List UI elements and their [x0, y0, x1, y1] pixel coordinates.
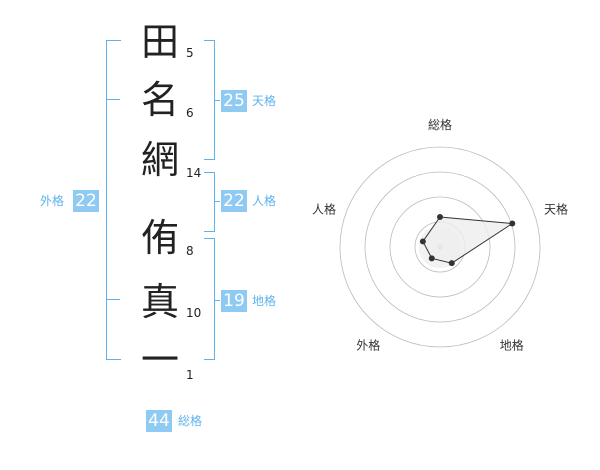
chikaku-value: 19 [221, 290, 247, 312]
stroke-count-4: 8 [186, 244, 194, 258]
soukaku-value: 44 [146, 410, 172, 432]
jinkaku-label: 人格 [252, 194, 277, 208]
radar-point-1 [437, 214, 443, 220]
radar-point-2 [509, 220, 516, 227]
gaikaku-bracket [106, 40, 121, 360]
char-1: 田 [140, 20, 179, 64]
radar-point-4 [428, 255, 435, 262]
tenkaku-label: 天格 [252, 94, 277, 108]
char-5: 真 [140, 280, 179, 324]
char-3: 網 [140, 138, 179, 182]
radar-polygon [422, 216, 514, 264]
gaikaku-label: 外格 [40, 194, 65, 208]
stroke-count-2: 6 [186, 106, 194, 120]
gaikaku-value: 22 [73, 190, 99, 212]
chikaku-tick [214, 300, 220, 301]
radar-ring-2 [389, 196, 491, 298]
soukaku-label: 総格 [178, 414, 203, 428]
gaikaku-tick-2 [106, 299, 120, 300]
tenkaku-value: 25 [221, 90, 247, 112]
radar-point-5 [419, 238, 426, 245]
chikaku-label: 地格 [252, 294, 277, 308]
jinkaku-bracket [204, 172, 215, 232]
radar-ring-3 [364, 171, 516, 323]
jinkaku-value: 22 [221, 190, 247, 212]
jinkaku-tick [214, 201, 220, 202]
radar-axis-label-5: 人格 [312, 201, 336, 216]
stroke-count-3: 14 [186, 166, 202, 180]
radar-axis-label-3: 地格 [500, 338, 524, 353]
radar-point-3 [448, 260, 455, 267]
radar-axis-label-1: 総格 [428, 117, 452, 132]
chikaku-bracket [204, 238, 215, 360]
stroke-count-6: 1 [186, 368, 194, 382]
stroke-count-1: 5 [186, 46, 194, 60]
char-2: 名 [140, 78, 179, 122]
radar-ring-4 [339, 146, 541, 348]
char-6: 一 [140, 338, 179, 382]
gaikaku-tick-1 [106, 99, 120, 100]
radar-axis-label-2: 天格 [544, 201, 568, 216]
tenkaku-tick [214, 100, 220, 101]
radar-axis-label-4: 外格 [356, 338, 380, 353]
char-4: 侑 [140, 216, 179, 260]
stroke-count-5: 10 [186, 306, 202, 320]
